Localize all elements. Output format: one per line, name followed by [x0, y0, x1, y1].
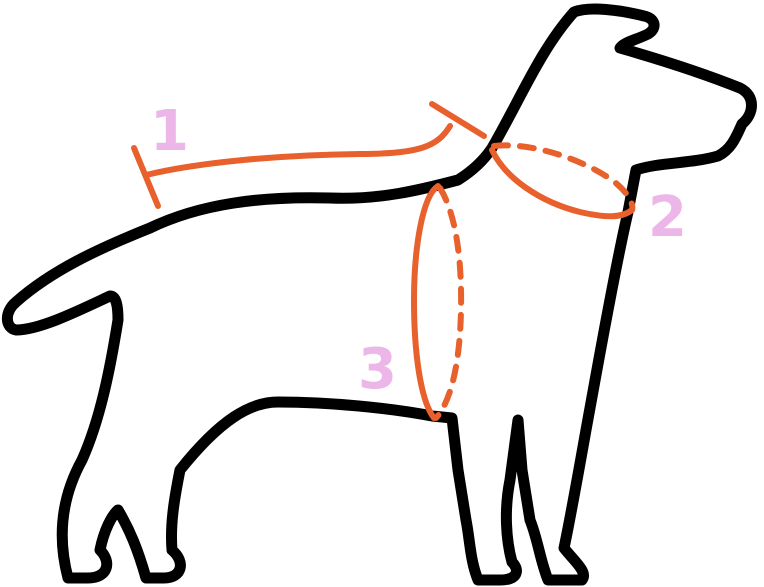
chest-girth-back-line	[433, 185, 465, 421]
step-1-label: 1	[150, 99, 189, 164]
chest-girth-front-line	[411, 183, 441, 421]
dog-outline	[1, 3, 757, 586]
neck-girth-back-line	[491, 142, 636, 213]
neck-girth-front-line	[489, 147, 635, 220]
back-length-start-bar	[131, 145, 161, 209]
back-length-end-bar	[429, 101, 487, 139]
back-length-line	[143, 123, 453, 178]
step-3-label: 3	[358, 337, 397, 402]
step-2-label: 2	[648, 185, 687, 250]
